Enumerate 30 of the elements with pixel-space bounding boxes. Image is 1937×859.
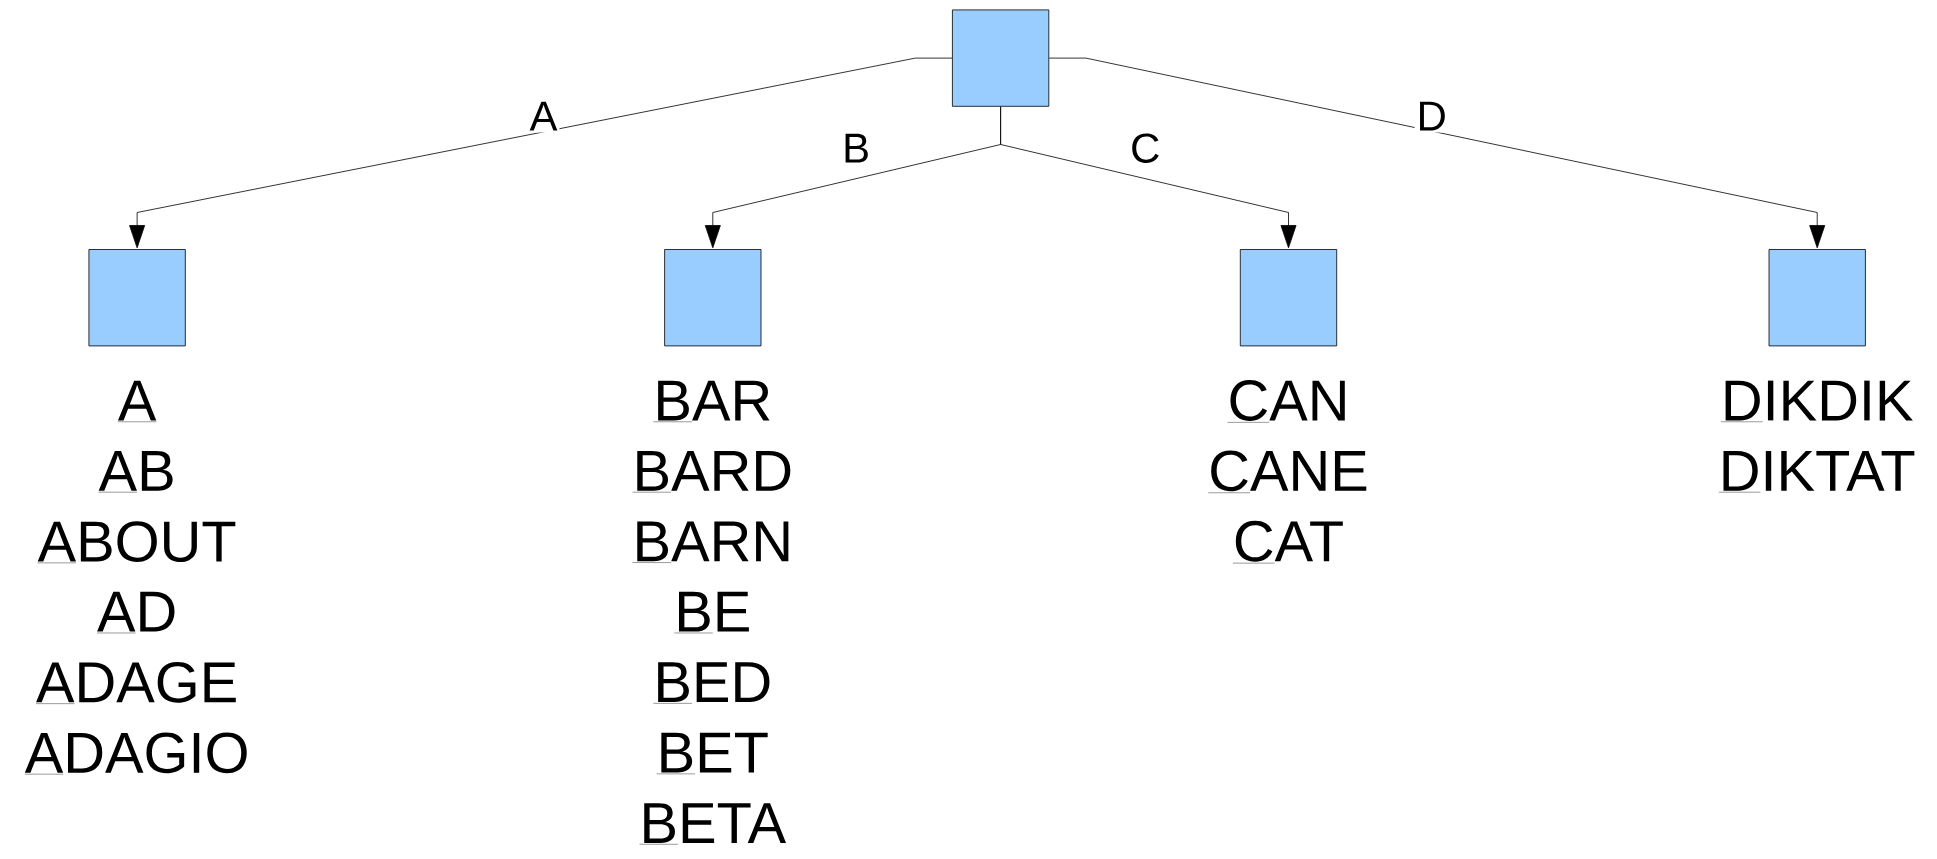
- word-text: DIKDIK: [1720, 380, 1913, 422]
- word-text: BE: [674, 591, 749, 634]
- edge-label: C: [1128, 131, 1163, 165]
- tree-node-box: [664, 249, 762, 347]
- tree-node-box: [1768, 249, 1866, 347]
- word-text: BARD: [632, 451, 791, 493]
- word-text: BET: [656, 732, 768, 775]
- word-text: ADAGE: [35, 661, 236, 704]
- word-text: BARN: [632, 521, 789, 563]
- word-text: CAN: [1227, 380, 1345, 423]
- word-text: AB: [98, 451, 173, 493]
- word-text: A: [117, 380, 157, 422]
- word-text: ABOUT: [37, 521, 236, 564]
- arrow: [1000, 106, 1297, 249]
- word-text: BED: [653, 662, 770, 704]
- tree-node-box: [1239, 249, 1338, 347]
- word-text: CAT: [1232, 520, 1343, 564]
- word-text: AD: [96, 591, 175, 634]
- tree-node-box: [88, 249, 186, 347]
- word-text: BAR: [653, 380, 770, 422]
- edge-label: A: [527, 99, 560, 133]
- word-text: DIKTAT: [1718, 451, 1915, 493]
- arrow: [129, 57, 953, 249]
- arrow: [1048, 57, 1826, 249]
- edge-label: D: [1414, 99, 1449, 133]
- word-text: BETA: [639, 803, 787, 845]
- tree-node-box: [952, 9, 1050, 107]
- word-text: CANE: [1208, 450, 1367, 493]
- edge-label: B: [840, 131, 873, 165]
- word-text: ADAGIO: [24, 732, 247, 775]
